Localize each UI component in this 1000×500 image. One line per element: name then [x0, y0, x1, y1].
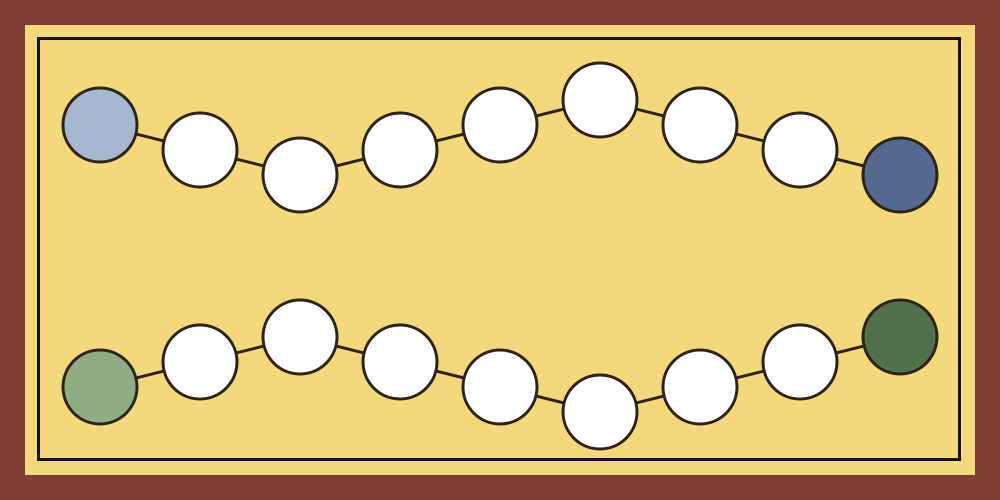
- board-space[interactable]: [261, 298, 339, 376]
- green-track: [61, 298, 939, 451]
- board-space[interactable]: [461, 348, 539, 426]
- board-space[interactable]: [561, 61, 639, 139]
- start-space[interactable]: [61, 86, 139, 164]
- board-space[interactable]: [161, 323, 239, 401]
- board-space[interactable]: [561, 373, 639, 451]
- board-border: [37, 37, 961, 461]
- board-space[interactable]: [761, 111, 839, 189]
- board-space[interactable]: [361, 323, 439, 401]
- end-space[interactable]: [861, 136, 939, 214]
- board-space[interactable]: [161, 111, 239, 189]
- board-space[interactable]: [461, 86, 539, 164]
- end-space[interactable]: [861, 298, 939, 376]
- board-space[interactable]: [361, 111, 439, 189]
- blue-track: [61, 61, 939, 214]
- board-space[interactable]: [261, 136, 339, 214]
- start-space[interactable]: [61, 348, 139, 426]
- board-space[interactable]: [661, 86, 739, 164]
- board-space[interactable]: [661, 348, 739, 426]
- board-space[interactable]: [761, 323, 839, 401]
